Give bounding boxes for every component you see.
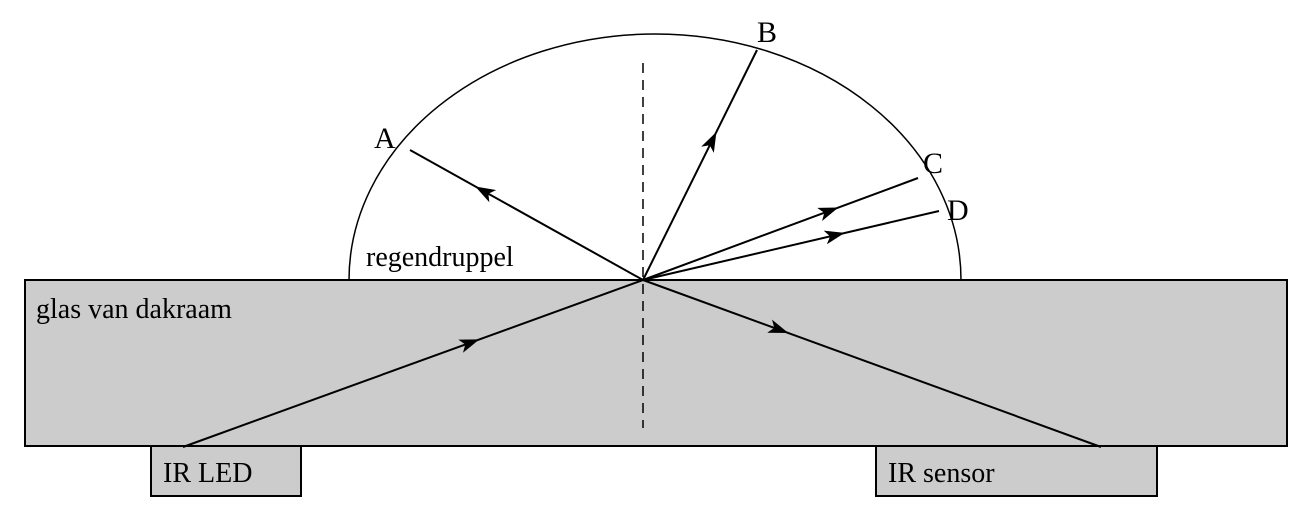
ray-a [409,149,644,281]
label-ir-sensor: IR sensor [888,458,995,489]
ray-c [642,177,919,281]
ray-b [642,49,758,281]
label-ir-led: IR LED [163,458,252,489]
label-raindrop: regendruppel [366,242,514,273]
ray-d [642,210,940,281]
ir-sensor-box [875,445,1158,497]
ir-led-box [150,445,302,497]
label-b: B [757,16,777,49]
incident-ray [182,279,644,448]
label-a: A [374,122,396,155]
label-d: D [947,194,969,227]
reflected-ray [642,279,1102,448]
label-window-glass: glas van dakraam [36,294,232,325]
label-c: C [923,147,943,180]
raindrop-outline [348,33,962,281]
window-glass [24,279,1288,447]
